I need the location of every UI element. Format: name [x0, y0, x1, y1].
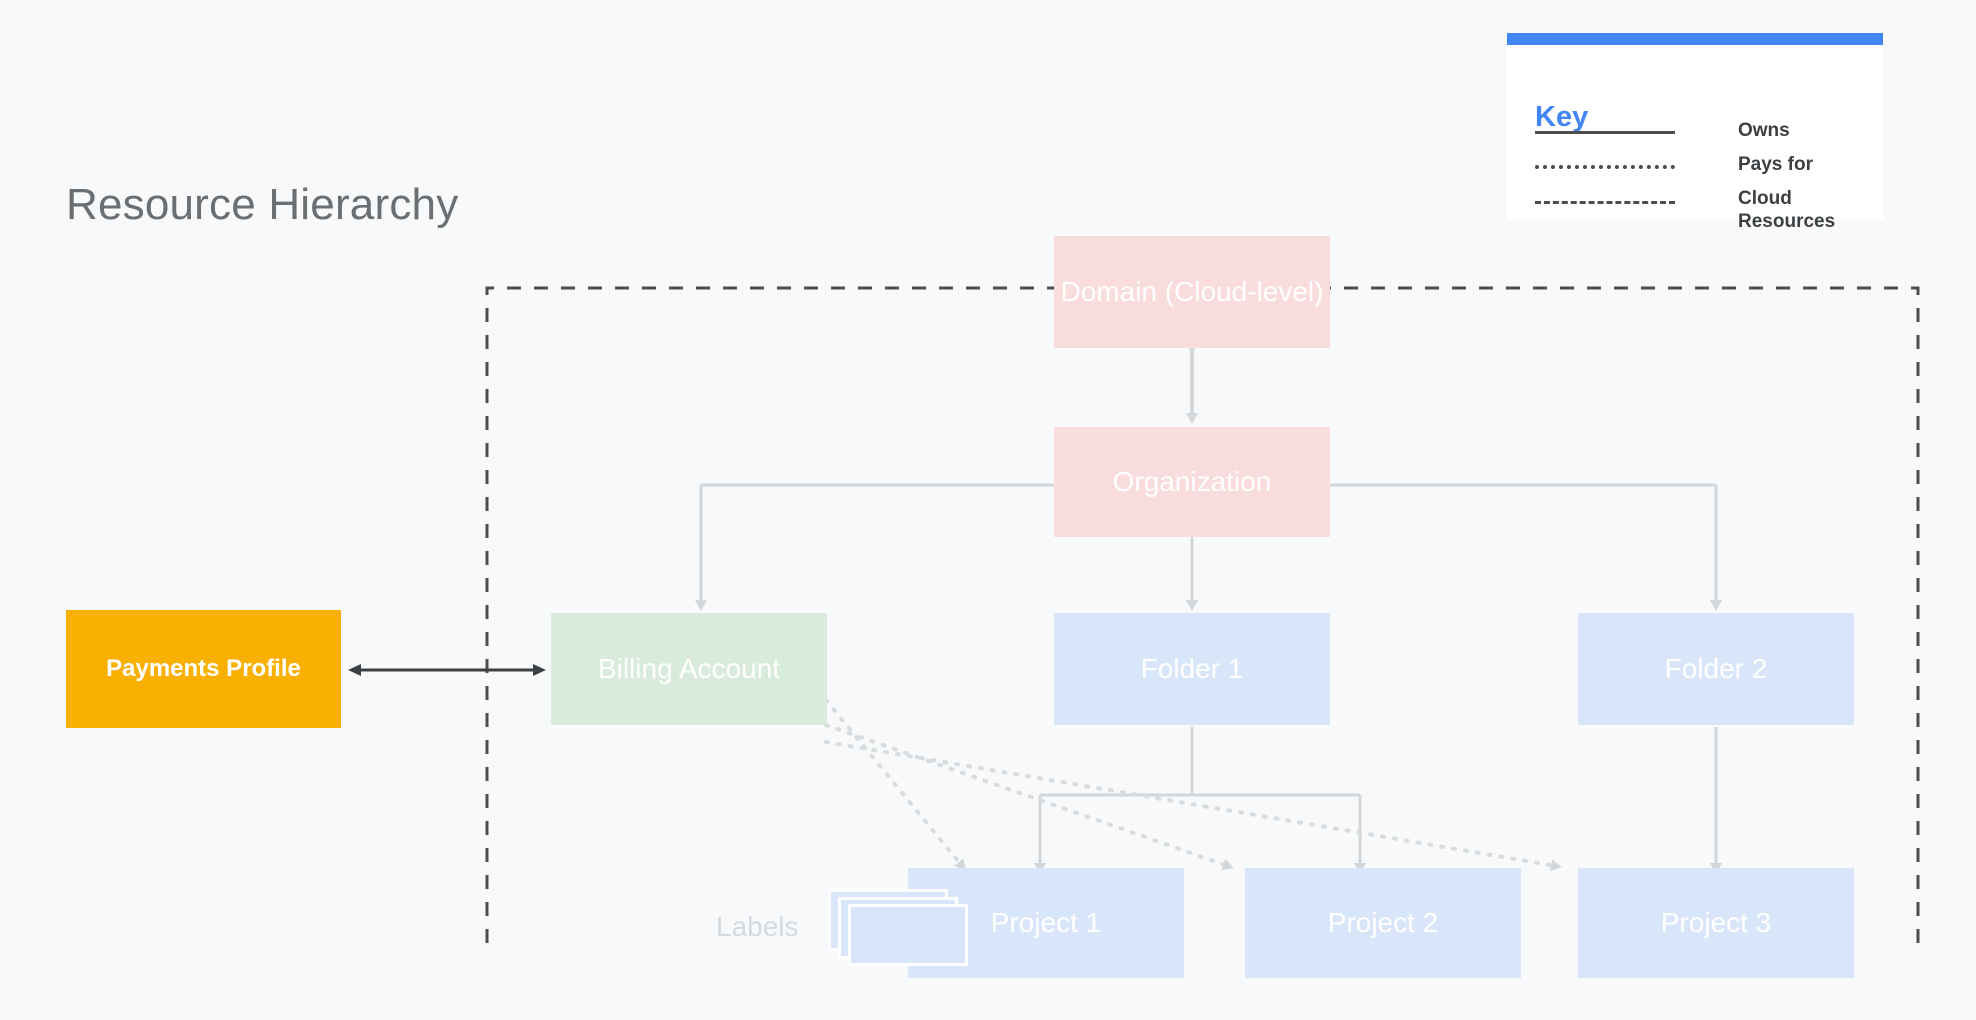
node-billing-account-label: Billing Account — [597, 653, 781, 684]
node-billing-account[interactable]: Billing Account — [551, 613, 827, 725]
node-domain[interactable]: Domain (Cloud-level) — [1054, 236, 1330, 348]
cloud-resources-boundary — [485, 286, 1920, 943]
key-sample-dotted-line — [1535, 165, 1675, 169]
node-organization[interactable]: Organization — [1054, 427, 1330, 537]
key-title: Key — [1535, 101, 1589, 133]
edge-billing-pays-project1 — [824, 698, 966, 871]
node-project-2[interactable]: Project 2 — [1245, 868, 1521, 978]
key-label-pays-for: Pays for — [1738, 154, 1813, 175]
edge-billing-pays-project3 — [824, 740, 1562, 872]
label-card-front — [848, 904, 968, 966]
key-label-owns: Owns — [1738, 120, 1790, 141]
node-folder-1[interactable]: Folder 1 — [1054, 613, 1330, 725]
key-row-cloud-resources: Cloud Resources — [1535, 181, 1865, 232]
key-sample-dashed-line — [1535, 201, 1675, 204]
node-project-3-label: Project 3 — [1660, 907, 1772, 938]
node-payments-profile-label: Payments Profile — [106, 655, 301, 682]
node-project-3[interactable]: Project 3 — [1578, 868, 1854, 978]
edge-billing-pays-project2 — [824, 723, 1234, 871]
node-project-1-label: Project 1 — [990, 907, 1102, 938]
node-folder-2-label: Folder 2 — [1664, 653, 1768, 684]
node-domain-label: Domain (Cloud-level) — [1060, 276, 1324, 307]
node-payments-profile[interactable]: Payments Profile — [66, 610, 341, 728]
key-row-owns: Owns — [1535, 111, 1865, 145]
node-folder-2[interactable]: Folder 2 — [1578, 613, 1854, 725]
edge-folder1-bus — [1040, 727, 1360, 797]
labels-caption: Labels — [716, 911, 799, 942]
page-title: Resource Hierarchy — [66, 180, 459, 229]
node-organization-label: Organization — [1112, 466, 1272, 497]
key-accent-bar — [1507, 33, 1883, 45]
key-row-pays-for: Pays for — [1535, 145, 1865, 179]
node-project-2-label: Project 2 — [1327, 907, 1439, 938]
key-sample-solid-line — [1535, 131, 1675, 134]
node-folder-1-label: Folder 1 — [1140, 653, 1244, 684]
key-label-cloud-resources: Cloud Resources — [1738, 188, 1836, 232]
key-panel: Key Owns Pays for Cloud Resources — [1507, 33, 1883, 232]
